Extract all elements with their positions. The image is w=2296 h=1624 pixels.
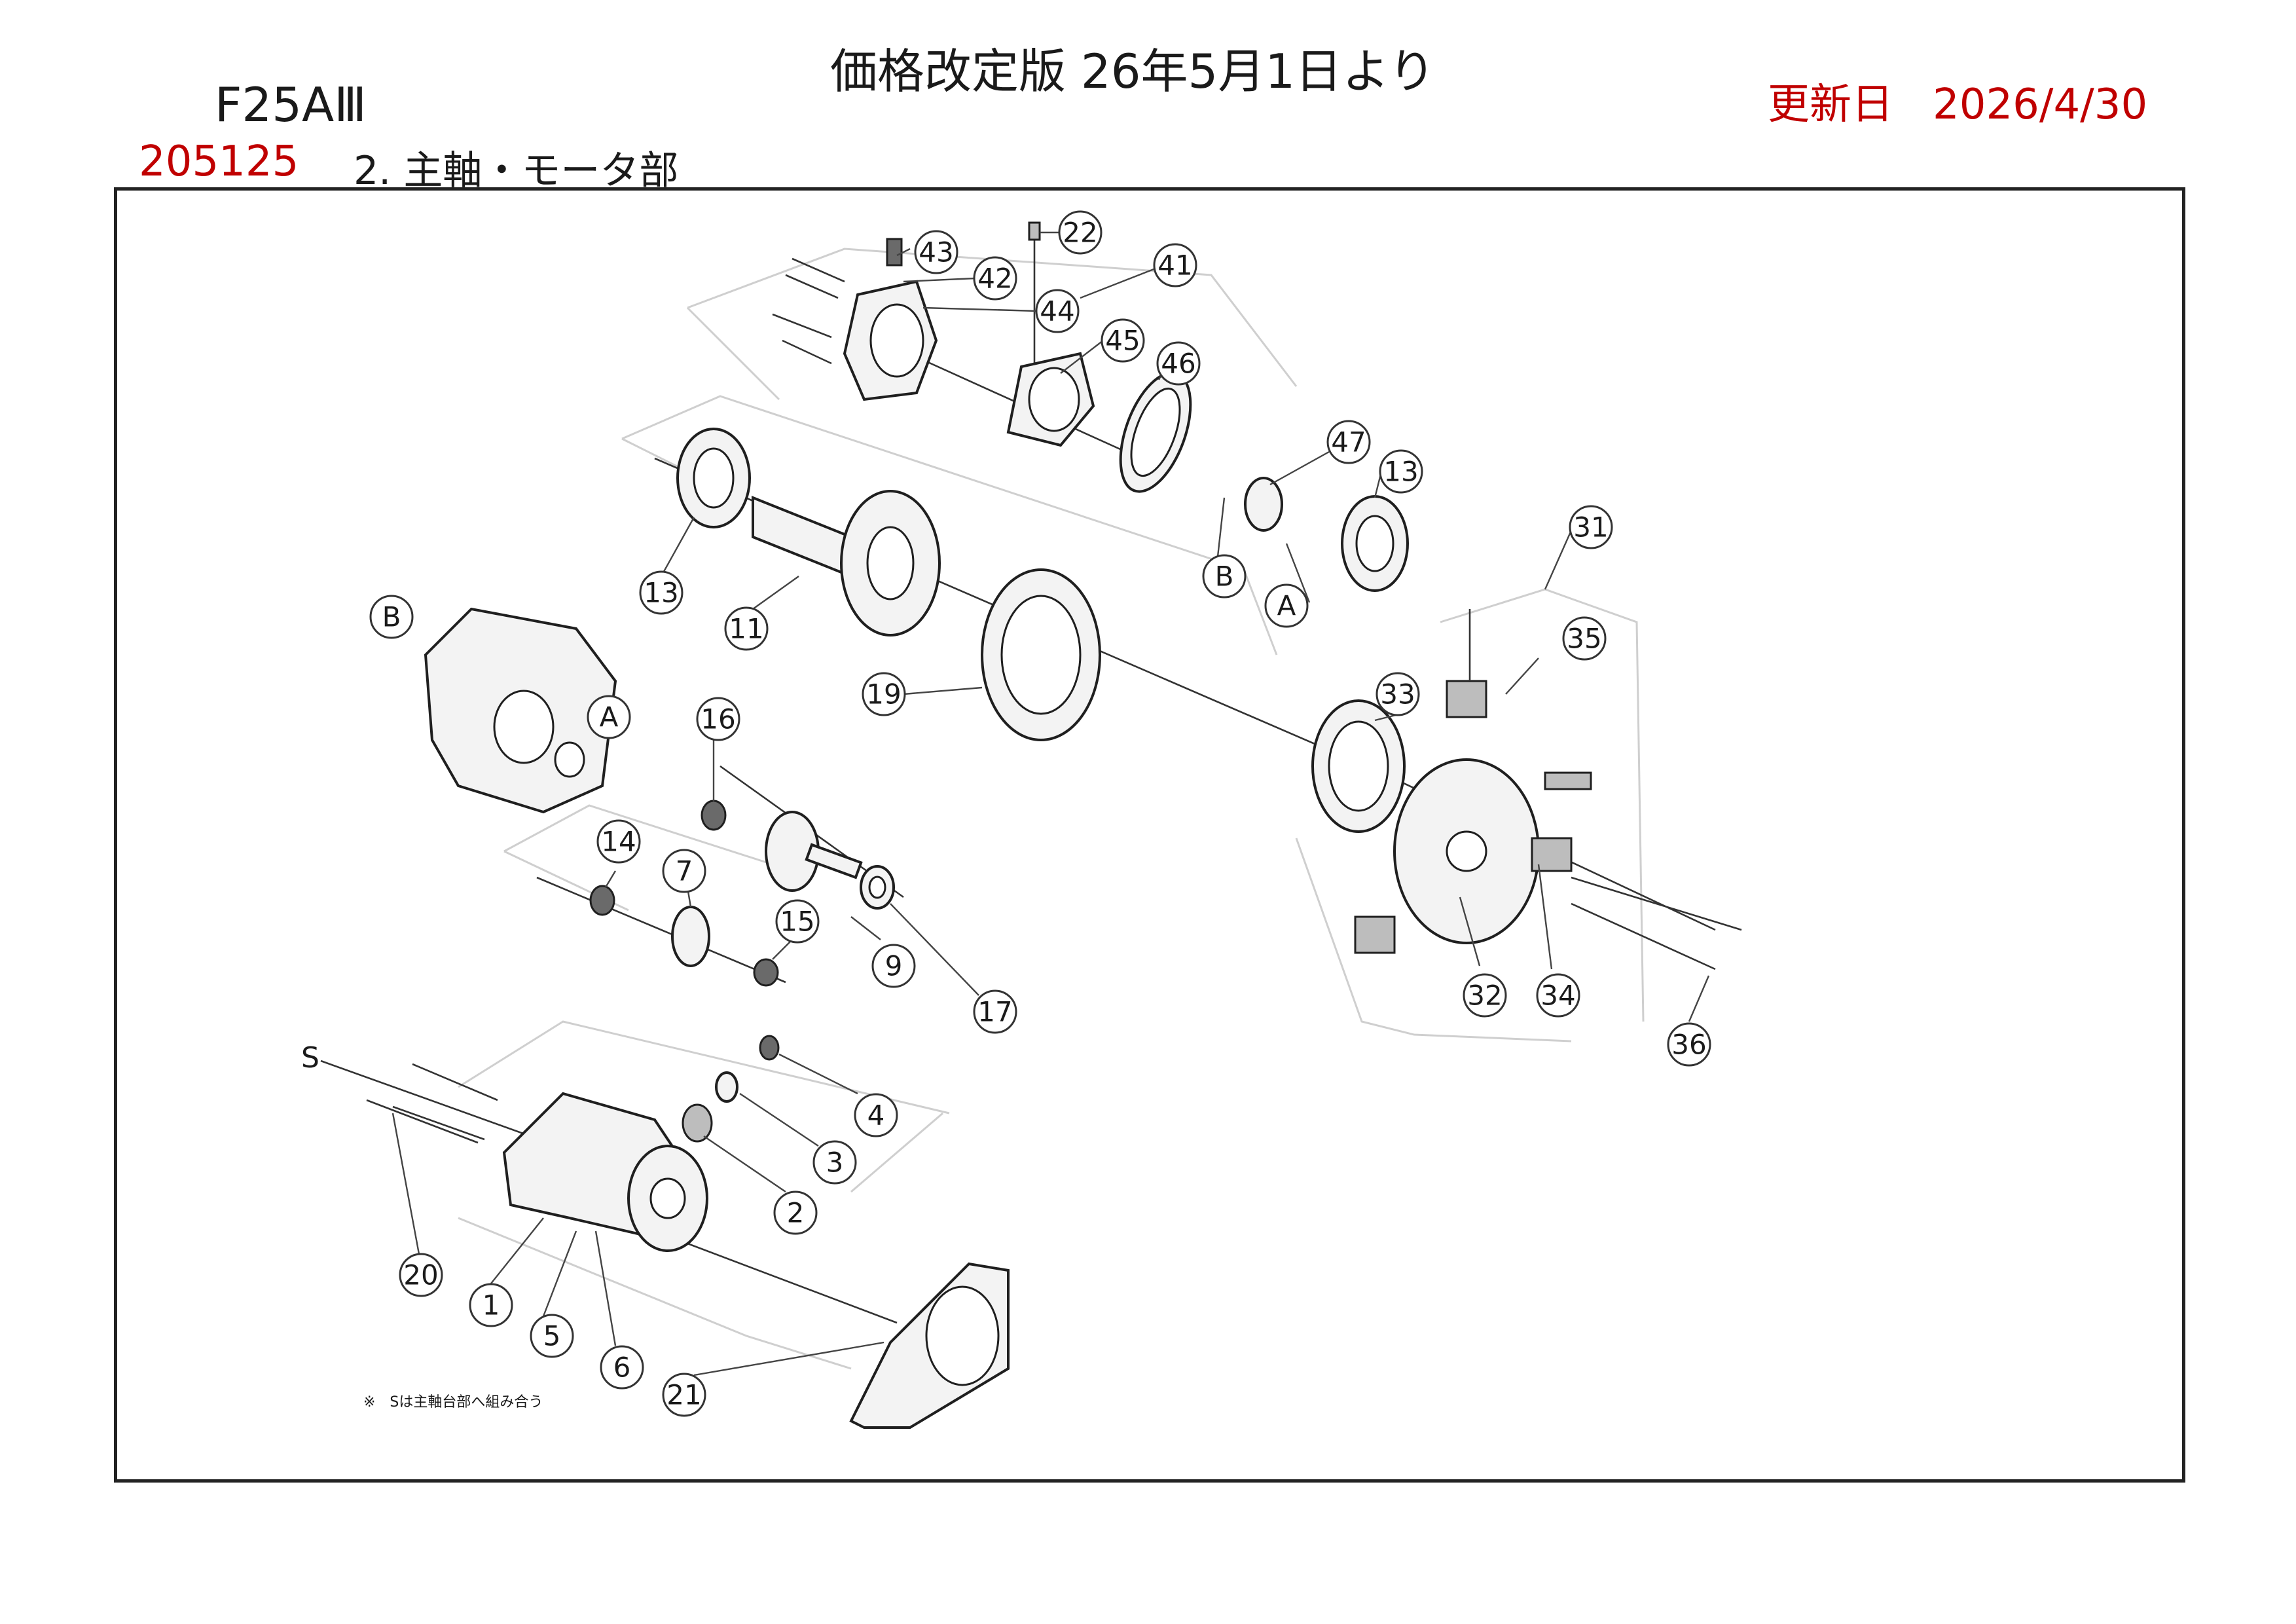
callout-45: 45 [1101,318,1145,363]
s-connection-label: S [301,1041,319,1075]
svg-text:17: 17 [977,996,1012,1028]
svg-text:34: 34 [1540,980,1575,1012]
callout-9: 9 [871,944,916,988]
svg-text:7: 7 [676,855,693,887]
callout-A-upper: A [1264,583,1309,628]
callout-A-left: A [587,695,631,739]
callout-14: 14 [596,819,641,864]
callout-1: 1 [469,1283,513,1327]
svg-text:6: 6 [613,1352,631,1384]
callout-4: 4 [854,1093,898,1137]
svg-text:43: 43 [919,236,953,268]
callout-36: 36 [1667,1022,1711,1067]
svg-text:B: B [1215,561,1234,593]
motor-assembly [366,1035,780,1252]
update-label: 更新日 [1768,81,1893,129]
callout-7: 7 [662,849,706,893]
callout-43: 43 [914,230,958,274]
callout-2: 2 [773,1190,818,1235]
chuck-assembly [1311,609,1742,970]
callout-44: 44 [1035,289,1080,333]
callout-34: 34 [1536,973,1580,1018]
svg-text:15: 15 [780,906,814,938]
svg-text:11: 11 [729,613,763,645]
spindle-assembly [676,428,1409,741]
svg-text:14: 14 [601,826,636,858]
callout-46: 46 [1156,341,1201,386]
callout-20: 20 [399,1253,443,1297]
callout-22: 22 [1058,210,1102,255]
svg-text:9: 9 [885,950,903,982]
callout-35: 35 [1562,616,1607,661]
callout-21: 21 [662,1373,706,1417]
callout-13-right: 13 [1379,449,1423,494]
callout-16: 16 [696,697,740,741]
svg-text:47: 47 [1331,426,1366,458]
top-housing-assembly [772,221,1283,532]
svg-text:B: B [382,601,401,633]
svg-text:19: 19 [866,678,901,710]
main-housing [424,607,617,814]
callout-15: 15 [775,899,820,944]
callout-41: 41 [1153,243,1197,287]
assembly-note: ※ Sは主軸台部へ組み合う [363,1394,543,1411]
svg-text:44: 44 [1040,295,1074,327]
callout-5: 5 [530,1314,574,1358]
svg-text:22: 22 [1063,217,1097,249]
svg-text:21: 21 [666,1379,701,1411]
svg-text:13: 13 [1383,456,1418,488]
page-title: 価格改定版 26年5月1日より [830,44,1436,99]
callout-3: 3 [812,1140,857,1185]
svg-text:42: 42 [977,263,1012,295]
svg-text:1: 1 [483,1289,500,1321]
update-date-value: 2026/4/30 [1933,81,2148,129]
callout-13-left: 13 [639,570,683,615]
svg-text:16: 16 [701,703,735,735]
svg-text:45: 45 [1105,325,1140,357]
svg-text:5: 5 [543,1320,561,1352]
svg-text:A: A [600,701,619,733]
part-code: 205125 [139,138,299,186]
motor-bracket [849,1262,1010,1429]
svg-text:4: 4 [867,1099,885,1132]
model-name: F25AⅢ [215,77,367,132]
callout-31: 31 [1569,505,1613,549]
svg-text:20: 20 [403,1259,438,1291]
callout-B-left: B [369,595,414,639]
svg-text:36: 36 [1671,1029,1706,1061]
svg-text:33: 33 [1380,678,1415,710]
callout-11: 11 [724,606,769,651]
svg-text:46: 46 [1161,348,1195,380]
screws-42 [772,257,845,365]
callout-6: 6 [600,1345,644,1390]
diagram-frame [114,187,2185,1483]
svg-text:35: 35 [1567,623,1601,655]
callout-42: 42 [973,256,1017,301]
update-date-block: 更新日 2026/4/30 [1768,71,2147,131]
callout-32: 32 [1463,973,1507,1018]
callout-19: 19 [862,672,906,716]
svg-text:32: 32 [1467,980,1502,1012]
callout-47: 47 [1326,420,1371,464]
svg-text:31: 31 [1573,511,1608,544]
svg-text:41: 41 [1157,249,1192,282]
svg-text:3: 3 [826,1147,844,1179]
key-part-43 [886,238,903,267]
section-name: 2. 主軸・モータ部 [354,148,679,194]
callout-B-upper: B [1202,554,1247,599]
callout-layer: 22 43 42 41 44 45 46 47 13 13 11 19 31 3… [369,210,1711,1417]
gear-train [589,800,895,987]
svg-text:A: A [1277,590,1296,622]
svg-text:13: 13 [644,577,678,609]
callout-33: 33 [1376,672,1420,716]
callout-17: 17 [973,989,1017,1034]
guide-lines [458,248,1645,1370]
svg-text:2: 2 [787,1197,805,1229]
